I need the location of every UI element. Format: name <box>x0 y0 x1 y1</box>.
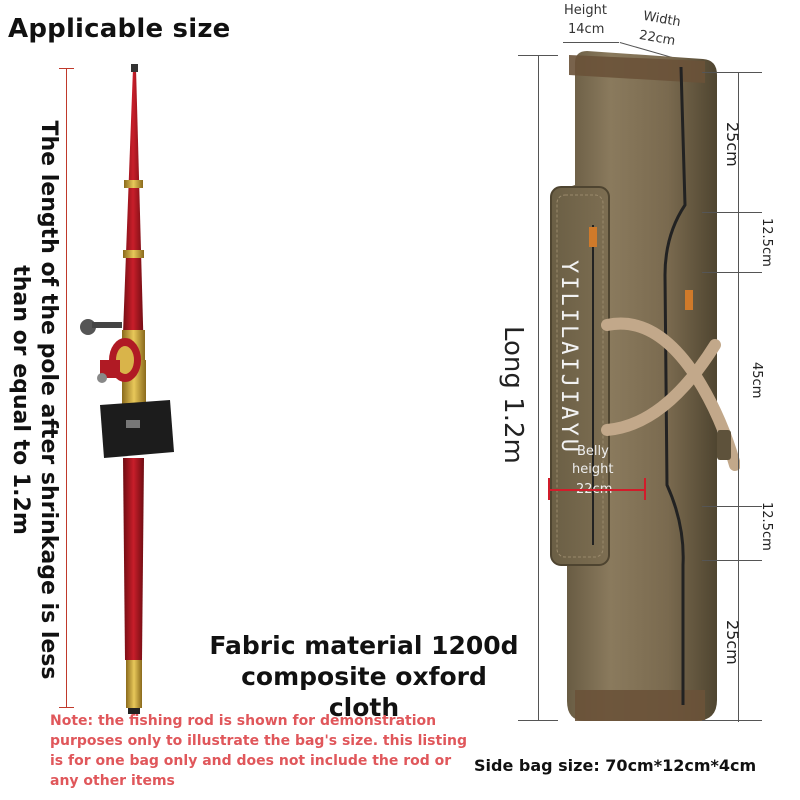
height-label: Height <box>564 3 607 18</box>
fabric-material-text: Fabric material 1200d composite oxford c… <box>209 631 519 722</box>
belly-dimension-line <box>549 489 645 491</box>
fishing-rod-illustration <box>80 64 174 714</box>
length-label: Long 1.2m <box>498 326 528 464</box>
segment-tick-1 <box>702 72 762 73</box>
disclaimer-note: Note: the fishing rod is shown for demon… <box>50 713 467 789</box>
height-value: 14cm <box>568 22 605 37</box>
segment-tick-5 <box>702 560 762 561</box>
rod-length-line <box>66 68 67 708</box>
segment-label-3: 45cm <box>749 362 764 399</box>
length-dimension-top-tick <box>518 55 558 56</box>
side-bag-size: Side bag size: 70cm*12cm*4cm <box>474 756 757 775</box>
pole-length-description: The length of the pole after shrinkage i… <box>8 120 61 680</box>
belly-dimension-left-tick <box>548 478 550 500</box>
height-dimension-line <box>563 42 619 43</box>
rod-length-line-top-tick <box>59 68 74 69</box>
segment-tick-6 <box>702 720 762 721</box>
length-dimension-bottom-tick <box>518 720 558 721</box>
belly-dimension-right-tick <box>644 478 646 500</box>
segment-label-1: 25cm <box>723 122 742 167</box>
page-title: Applicable size <box>8 14 231 44</box>
rod-bag-illustration <box>550 51 740 721</box>
segment-tick-2 <box>702 212 762 213</box>
segment-label-2: 12.5cm <box>759 218 774 267</box>
segment-axis-line <box>738 72 739 722</box>
pole-length-description-container: The length of the pole after shrinkage i… <box>0 100 62 700</box>
segment-label-5: 25cm <box>723 620 742 665</box>
belly-label-2: height <box>572 462 614 477</box>
rod-length-line-bottom-tick <box>59 707 74 708</box>
length-dimension-line <box>538 55 539 720</box>
segment-label-4: 12.5cm <box>759 502 774 551</box>
belly-label-1: Belly <box>577 444 609 459</box>
bag-brand-text: YILILAIJIAYU <box>556 260 581 455</box>
segment-tick-3 <box>702 272 762 273</box>
segment-tick-4 <box>702 506 762 507</box>
width-label: Width <box>641 8 682 31</box>
